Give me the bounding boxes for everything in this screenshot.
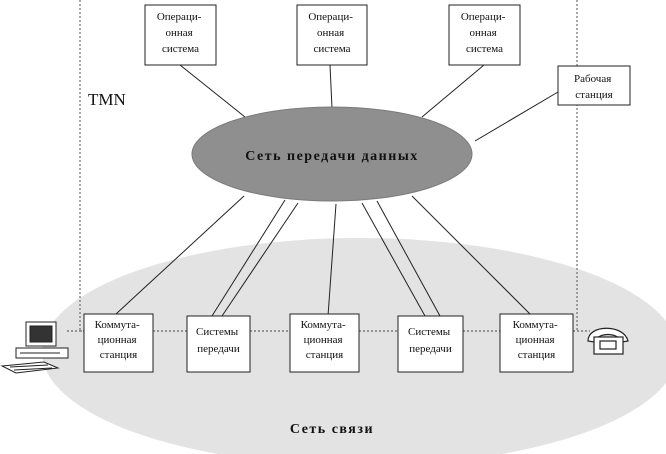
- data-network-ellipse: [191, 106, 473, 202]
- ne-line: станция: [306, 349, 343, 361]
- transmission-system-box: Системы передачи: [397, 315, 464, 373]
- os-line: система: [313, 43, 350, 55]
- ne-line: Системы: [408, 326, 451, 338]
- computer-icon: [0, 321, 69, 374]
- ne-connections: [115, 195, 531, 317]
- os-line: онная: [470, 27, 497, 39]
- tmn-boundary: [79, 0, 578, 332]
- transmission-system-box: Системы передачи: [186, 315, 251, 373]
- ne-line: Системы: [196, 326, 239, 338]
- os-line: система: [466, 43, 503, 55]
- ne-line: станция: [518, 349, 555, 361]
- workstation-line: станция: [575, 89, 612, 101]
- os-line: система: [162, 43, 199, 55]
- switching-station-box: Коммута- ционная станция: [289, 313, 360, 373]
- svg-text:Системы передачи: Системы передачи: [408, 326, 453, 355]
- svg-text:Рабочая станция: Рабочая станция: [574, 73, 614, 101]
- ne-line: ционная: [516, 334, 555, 346]
- ne-line: передачи: [197, 343, 240, 355]
- workstation-line: Рабочая: [574, 73, 611, 85]
- ne-line: передачи: [409, 343, 452, 355]
- os-line: Операци-: [461, 11, 506, 23]
- ne-line: Коммута-: [301, 319, 346, 331]
- ne-line: ционная: [98, 334, 137, 346]
- svg-text:Операци- онная сис: Операци- онная система: [461, 11, 508, 55]
- os-line: онная: [317, 27, 344, 39]
- switching-station-box: Коммута- ционная станция: [83, 313, 154, 373]
- telephone-icon: [587, 327, 629, 355]
- workstation-box: Рабочая станция: [557, 65, 631, 106]
- svg-text:Коммута- ционная с: Коммута- ционная станция: [513, 319, 561, 361]
- tmn-label: TMN: [88, 90, 126, 109]
- ne-line: Коммута-: [513, 319, 558, 331]
- svg-text:Операци- онная сис: Операци- онная система: [157, 11, 204, 55]
- ne-line: ционная: [304, 334, 343, 346]
- ne-line: станция: [100, 349, 137, 361]
- data-network-label: Сеть передачи данных: [245, 149, 419, 164]
- os-line: онная: [166, 27, 193, 39]
- operation-system-box: Операци- онная система: [144, 4, 217, 66]
- os-line: Операци-: [157, 11, 202, 23]
- os-connections: [179, 64, 559, 142]
- os-line: Операци-: [308, 11, 353, 23]
- operation-system-box: Операци- онная система: [296, 4, 368, 66]
- switching-station-box: Коммута- ционная станция: [499, 313, 574, 373]
- svg-text:Системы передачи: Системы передачи: [196, 326, 241, 355]
- svg-text:Коммута- ционная с: Коммута- ционная станция: [95, 319, 143, 361]
- svg-text:Коммута- ционная с: Коммута- ционная станция: [301, 319, 349, 361]
- telecom-network-label: Сеть связи: [290, 422, 374, 437]
- operation-system-box: Операци- онная система: [448, 4, 521, 66]
- svg-text:Операци- онная сис: Операци- онная система: [308, 11, 355, 55]
- ne-line: Коммута-: [95, 319, 140, 331]
